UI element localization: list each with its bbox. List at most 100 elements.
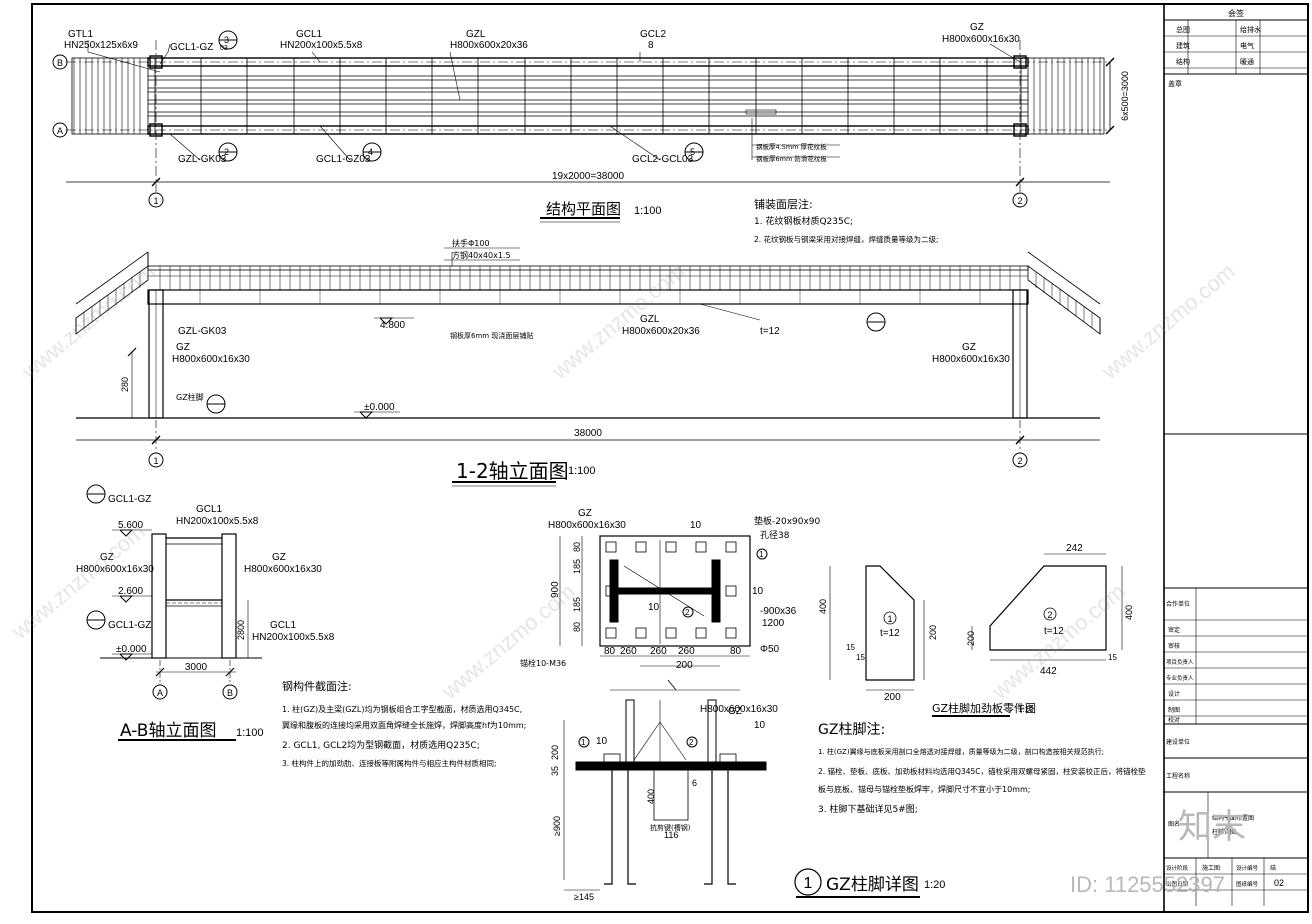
foot-callout-2: 2 xyxy=(685,608,690,617)
ab-scale: 1:100 xyxy=(236,727,264,739)
elevation-1-2 xyxy=(75,247,1101,487)
gcl1-gz-tag: GCL1-GZ xyxy=(170,42,213,53)
bubble-4: 4 xyxy=(368,147,373,157)
elevation-title: 1-2轴立面图 xyxy=(456,459,569,483)
ab-gz-left-spec: H800x600x16x30 xyxy=(76,564,154,575)
gcl1-label: GCL1 xyxy=(296,29,323,40)
foot-d200v: 200 xyxy=(550,745,560,760)
foot-d80c: 80 xyxy=(572,542,582,552)
tb-seal: 盖章 xyxy=(1168,79,1182,88)
foot-d145: ≥145 xyxy=(574,892,594,902)
plate-2-bottom: 442 xyxy=(1040,666,1057,677)
gz-spec: H800x600x16x30 xyxy=(942,34,1020,45)
foot-scale: 1:20 xyxy=(924,879,945,891)
foot-weld-c: 10 xyxy=(752,586,764,597)
plate-1-thickness: t=12 xyxy=(880,628,900,639)
gtl1-label: GTL1 xyxy=(68,29,93,40)
foot-weld-d: 10 xyxy=(754,720,766,731)
watermark-6: www.znzmo.com xyxy=(986,579,1129,705)
elev-gz-right: GZ xyxy=(962,342,976,353)
plates-scale: 1:10 xyxy=(1018,705,1034,714)
ab-gcl1-top-spec: HN200x100x5.5x8 xyxy=(176,516,259,527)
ab-level-2600: 2.600 xyxy=(118,586,143,597)
foot-d35: 35 xyxy=(550,766,560,776)
foot-hole: 孔径38 xyxy=(760,529,790,541)
ab-level-5600: 5.600 xyxy=(118,520,143,531)
foot-title-number: 1 xyxy=(804,875,813,892)
level-0: ±0.000 xyxy=(364,402,395,413)
gzl-label: GZL xyxy=(466,29,486,40)
dim-38000: 38000 xyxy=(574,428,602,439)
tb-r1a: 总图 xyxy=(1176,25,1190,34)
elev-gzl: GZL xyxy=(640,314,660,325)
foot-weld-b: 10 xyxy=(648,602,660,613)
foot-gz-section-spec: H800x600x16x30 xyxy=(700,704,778,715)
elev-axis-1: 1 xyxy=(153,456,158,466)
gtl1-spec: HN250x125x6x9 xyxy=(64,40,138,51)
tb-row-6: 制图 xyxy=(1168,706,1180,714)
plate-2-height: 400 xyxy=(1124,605,1134,620)
elev-axis-2: 2 xyxy=(1017,456,1022,466)
tb-r2a: 建筑 xyxy=(1176,41,1190,50)
gcl2-gcl03-tag: GCL2-GCL03 xyxy=(632,154,694,165)
tb-row-5: 设计 xyxy=(1168,690,1180,698)
plate-2-thickness: t=12 xyxy=(1044,626,1064,637)
plates-title: GZ柱脚加劲板零件图 xyxy=(932,701,1036,715)
foot-washer: 垫板-20x90x90 xyxy=(754,515,821,527)
foot-detail-labels: GZ H800x600x16x30 垫板-20x90x90 孔径38 -900x… xyxy=(520,508,945,902)
sheet-border xyxy=(31,3,1309,913)
tb-project: 工程名称 xyxy=(1166,772,1190,780)
rail-tube-label: 方钢40x40x1.5 xyxy=(452,250,511,260)
note-plate-1: 钢板厚4.5mm 厚花纹板 xyxy=(756,142,827,151)
plate-2-top: 242 xyxy=(1066,543,1083,554)
foot-1200: 1200 xyxy=(762,618,785,629)
title-block-grid xyxy=(1163,4,1308,912)
tb-phase-label: 设计阶段 xyxy=(1166,864,1189,872)
foot-d185a: 185 xyxy=(572,559,582,574)
plan-notes-line1: 1. 花纹钢板材质Q235C; xyxy=(754,215,853,227)
tb-r3b: 暖通 xyxy=(1240,57,1254,66)
brand-id: ID: 1125552397 xyxy=(1070,872,1225,897)
tb-r3a: 结构 xyxy=(1176,57,1190,66)
ab-tag-bot: GCL1-GZ xyxy=(108,620,151,631)
foot-notes-title: GZ柱脚注: xyxy=(818,722,885,738)
plate-2-left: 200 xyxy=(966,631,976,646)
ab-labels: GCL1-GZ GCL1-GZ GCL1 HN200x100x5.5x8 GZ … xyxy=(76,494,335,741)
foot-gz-section: GZ xyxy=(728,706,742,717)
gz-label: GZ xyxy=(970,22,984,33)
foot-shear-key: 抗剪键(槽钢) xyxy=(650,823,691,832)
level-4800: 4.800 xyxy=(380,320,405,331)
elev-gz-left-spec: H800x600x16x30 xyxy=(172,354,250,365)
steel-notes: 钢构件截面注: 1. 柱(GZ)及主梁(GZL)均为钢板组合工字型截面，材质选用… xyxy=(282,679,526,768)
plan-scale: 1:100 xyxy=(634,205,662,217)
bubble-3: 3 xyxy=(224,35,229,45)
foot-d80d: 80 xyxy=(572,622,582,632)
bubble-2: 2 xyxy=(224,147,229,157)
tb-row-2: 审核 xyxy=(1168,642,1180,650)
elev-gz-foot: GZ柱脚 xyxy=(176,392,204,402)
steel-notes-line1: 1. 柱(GZ)及主梁(GZL)均为钢板组合工字型截面，材质选用Q345C, xyxy=(282,704,522,714)
gcl1-gz03-tag: GCL1-GZ03 xyxy=(316,154,371,165)
steel-notes-line3: 2. GCL1, GCL2均为型钢截面，材质选用Q235C; xyxy=(282,739,480,751)
foot-d260b: 260 xyxy=(650,646,667,657)
ab-gcl1-top: GCL1 xyxy=(196,504,223,515)
rail-label: 扶手Φ100 xyxy=(452,238,490,248)
tb-r2b: 电气 xyxy=(1240,41,1254,50)
gcl2-label: GCL2 xyxy=(640,29,667,40)
elev-t12: t=12 xyxy=(760,326,780,337)
foot-notes-line2: 2. 锚栓、垫板、底板、加劲板材料均选用Q345C，锚栓采用双螺母紧固，柱安装校… xyxy=(818,766,1146,776)
column-foot-detail xyxy=(559,535,920,898)
foot-weld-a: 10 xyxy=(690,520,702,531)
axis-2-label: 2 xyxy=(1017,196,1022,206)
axis-1-label: 1 xyxy=(153,196,158,206)
watermark-2: www.znzmo.com xyxy=(546,259,689,385)
watermark-3: www.znzmo.com xyxy=(1096,259,1239,385)
axis-a-label: A xyxy=(57,126,63,136)
foot-d900v: ≥900 xyxy=(552,816,562,836)
plan-labels: B A 1 2 GTL1 HN250x125x6x9 GCL1-GZ 3 03 … xyxy=(57,22,1130,218)
steel-notes-title: 钢构件截面注: xyxy=(282,679,352,693)
gzl-spec: H800x600x20x36 xyxy=(450,40,528,51)
foot-d260a: 260 xyxy=(620,646,637,657)
foot-bolts: 锚栓10-M36 xyxy=(520,658,566,668)
